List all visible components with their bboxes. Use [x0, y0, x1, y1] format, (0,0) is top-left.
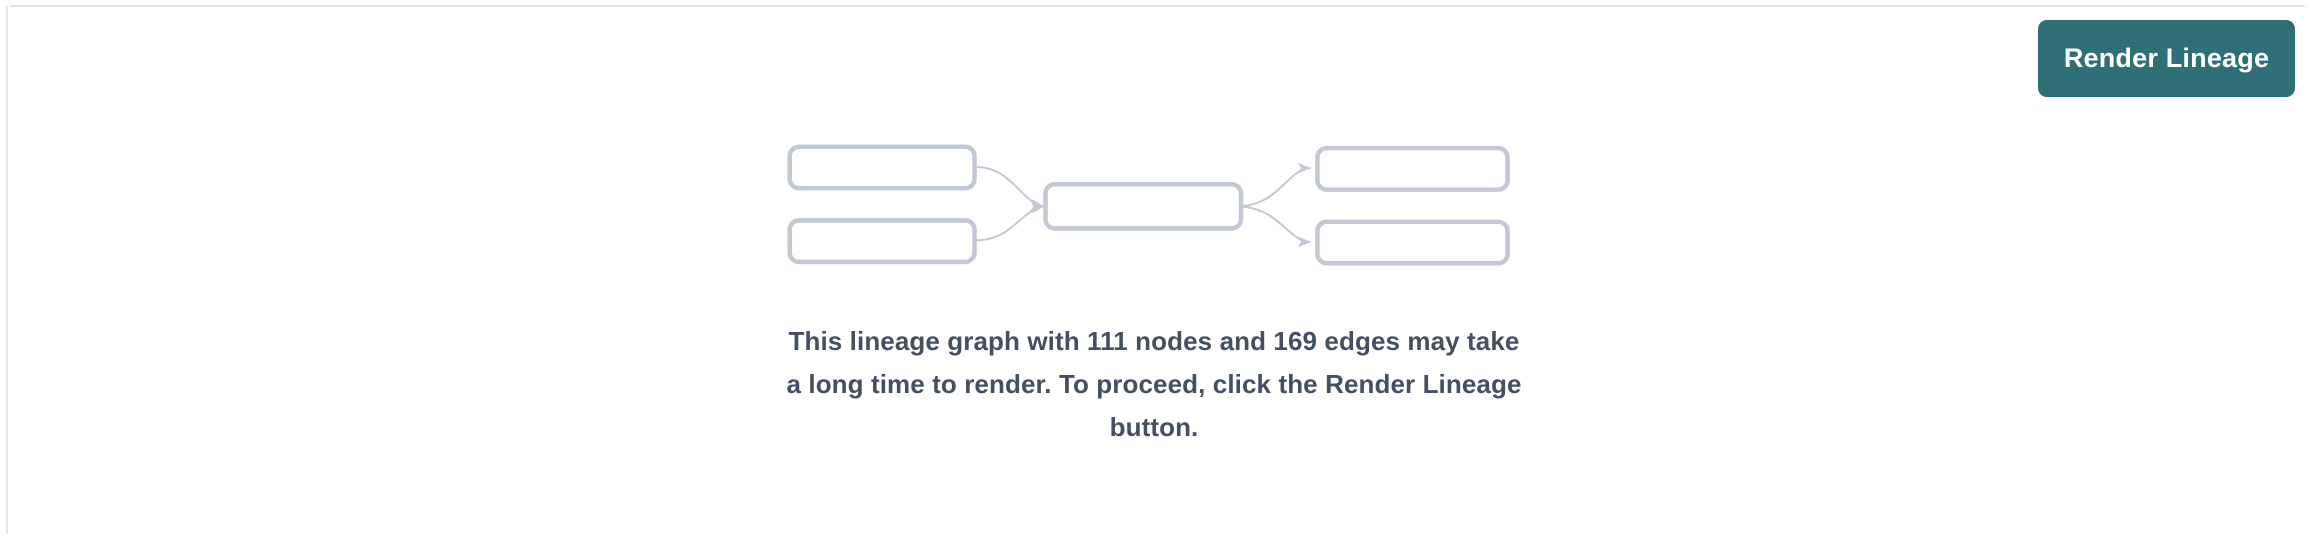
graph-edges	[974, 162, 1311, 248]
message-line-2: a long time to render. To proceed, click…	[786, 369, 1522, 399]
edge-left-top-to-center	[974, 165, 1045, 210]
graph-node-right-bottom	[1315, 219, 1510, 266]
graph-node-right-top	[1315, 145, 1510, 192]
message-line-3: button.	[1109, 412, 1199, 442]
render-lineage-button[interactable]: Render Lineage	[2038, 20, 2295, 97]
edge-center-to-right-bottom	[1240, 205, 1311, 248]
lineage-graph-placeholder-illustration	[787, 144, 1510, 266]
panel-left-border	[6, 5, 8, 534]
graph-node-center	[1043, 181, 1244, 231]
message-line-1: This lineage graph with 111 nodes and 16…	[788, 326, 1520, 356]
panel-top-border	[10, 5, 2305, 7]
edge-center-to-right-top	[1240, 162, 1311, 208]
edge-left-bottom-to-center	[974, 202, 1045, 242]
lineage-empty-state-message: This lineage graph with 111 nodes and 16…	[754, 320, 1554, 449]
graph-node-left-bottom	[787, 218, 977, 265]
graph-node-left-top	[787, 144, 977, 191]
graph-nodes	[787, 144, 1510, 266]
